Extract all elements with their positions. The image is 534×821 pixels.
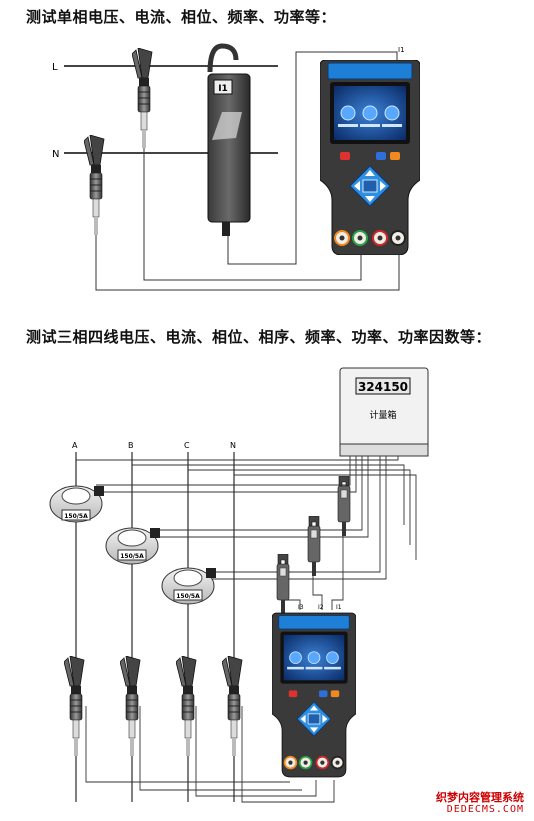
tester2-port-i3: I3 [298,604,304,611]
line-l-label: L [52,62,58,73]
watermark: 织梦内容管理系统 DEDECMS.COM [436,790,524,815]
meter-reading: 324150 [358,380,408,394]
phase-c-label: C [184,441,190,450]
current-clamp-i2 [307,516,321,576]
ct-a-ratio: 150/5A [64,513,88,520]
current-transformer-a: 150/5A [49,485,104,523]
tester-port-i1: I1 [398,46,405,54]
clamp-meter-i1: I1 [207,43,251,236]
voltage-clip-b [120,656,141,756]
tester2-port-i1: I1 [336,604,342,611]
watermark-line1: 织梦内容管理系统 [436,790,524,804]
ct-b-ratio: 150/5A [120,553,144,560]
three-phase-wiring [76,456,417,803]
meter-box-name: 计量箱 [369,409,396,421]
voltage-clip-c [176,656,197,756]
tester2-port-i2: I2 [318,604,324,611]
energy-meter-box: 324150 计量箱 [339,367,429,457]
current-transformer-b: 150/5A [105,527,160,565]
voltage-clip-n [222,656,243,756]
current-clamp-i3 [276,554,290,614]
current-transformer-c: 150/5A [161,567,216,605]
voltage-clip-a [64,656,85,756]
voltage-clip-n [84,135,105,235]
single-phase-wiring [95,51,400,291]
phase-a-label: A [72,441,78,450]
phase-b-label: B [128,441,134,450]
tester-device-2 [272,612,356,778]
phase-n-label: N [230,441,236,450]
three-phase-heading: 测试三相四线电压、电流、相位、相序、频率、功率、功率因数等： [26,328,492,346]
tester-device-1 [320,60,420,255]
ct-c-ratio: 150/5A [176,593,200,600]
single-phase-heading: 测试单相电压、电流、相位、频率、功率等： [26,8,337,26]
watermark-line2: DEDECMS.COM [446,804,524,815]
voltage-clip-l [132,48,153,148]
clamp-label: I1 [218,84,228,94]
line-n-label: N [52,149,59,160]
